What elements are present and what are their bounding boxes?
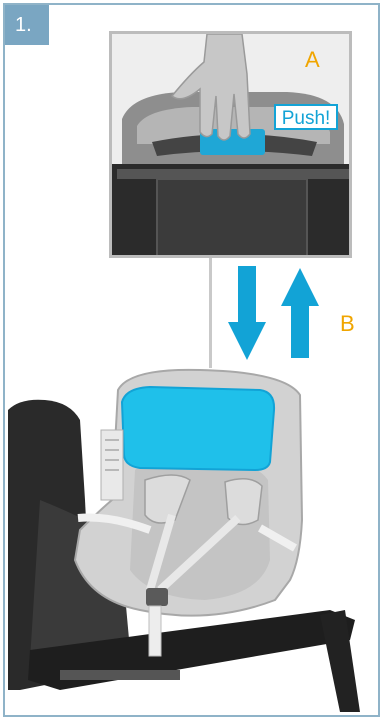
headrest-highlight <box>122 387 274 470</box>
shoulder-pad-right <box>225 479 262 525</box>
support-leg <box>320 610 360 712</box>
buckle-icon <box>146 588 168 606</box>
